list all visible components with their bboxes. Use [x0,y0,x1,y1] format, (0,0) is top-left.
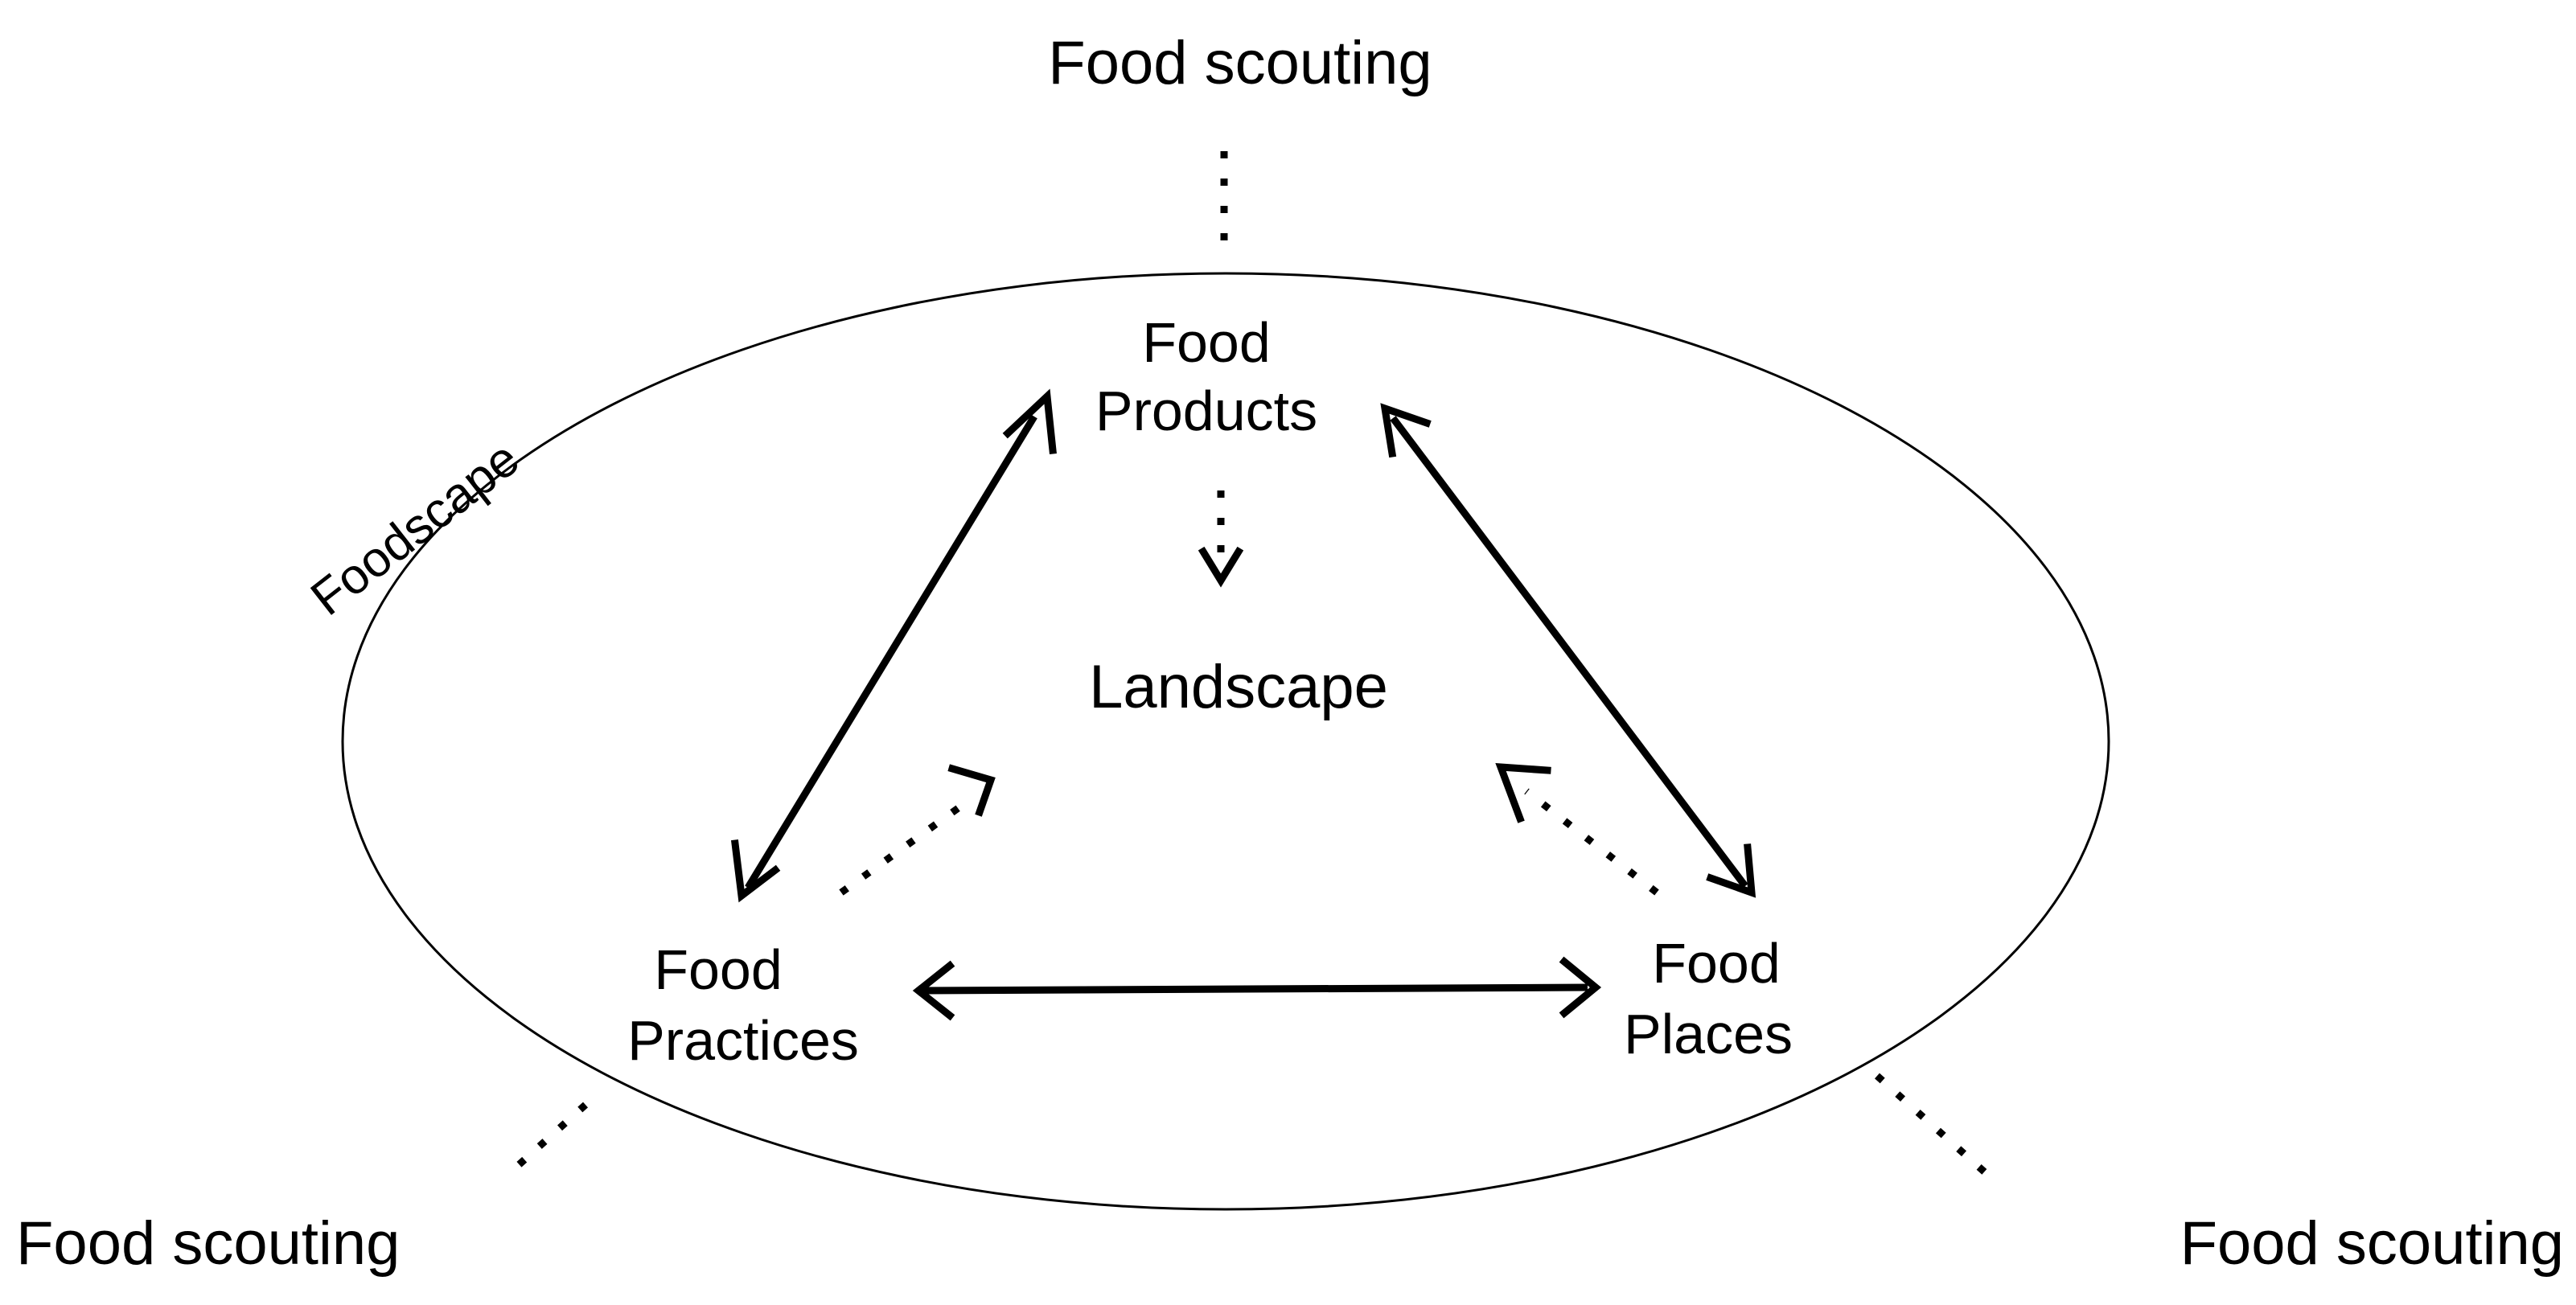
food-products-line1: Food [1142,311,1271,374]
food-scouting-bottom-left-label: Food scouting [16,1209,400,1278]
food-scouting-top-label: Food scouting [1048,29,1432,97]
dotted-arrow-places-landscape [1495,763,1659,896]
food-places-line1: Food [1652,932,1781,995]
landscape-label: Landscape [1089,653,1388,721]
food-products-line2: Products [1095,380,1317,442]
arrow-practices-places [912,956,1602,1021]
food-places-line2: Places [1624,1003,1793,1065]
arrow-products-practices [730,388,1057,903]
arrow-products-places [1380,403,1756,898]
foodscape-label: Foodscape [301,431,529,626]
food-practices-line2: Practices [627,1009,859,1072]
node-food-practices: Food Practices [627,938,859,1072]
dotted-arrow-practices-landscape [839,764,996,896]
food-practices-line1: Food [654,938,783,1001]
scouting-bottom-right-dotted-line [1874,1073,1988,1176]
dotted-arrow-products-landscape [1198,490,1244,588]
node-food-places: Food Places [1624,932,1793,1065]
scouting-bottom-left-dotted-line [502,1102,589,1180]
foodscape-ellipse [341,272,2110,1211]
node-food-products: Food Products [1095,311,1317,442]
food-scouting-bottom-right-label: Food scouting [2180,1209,2564,1278]
